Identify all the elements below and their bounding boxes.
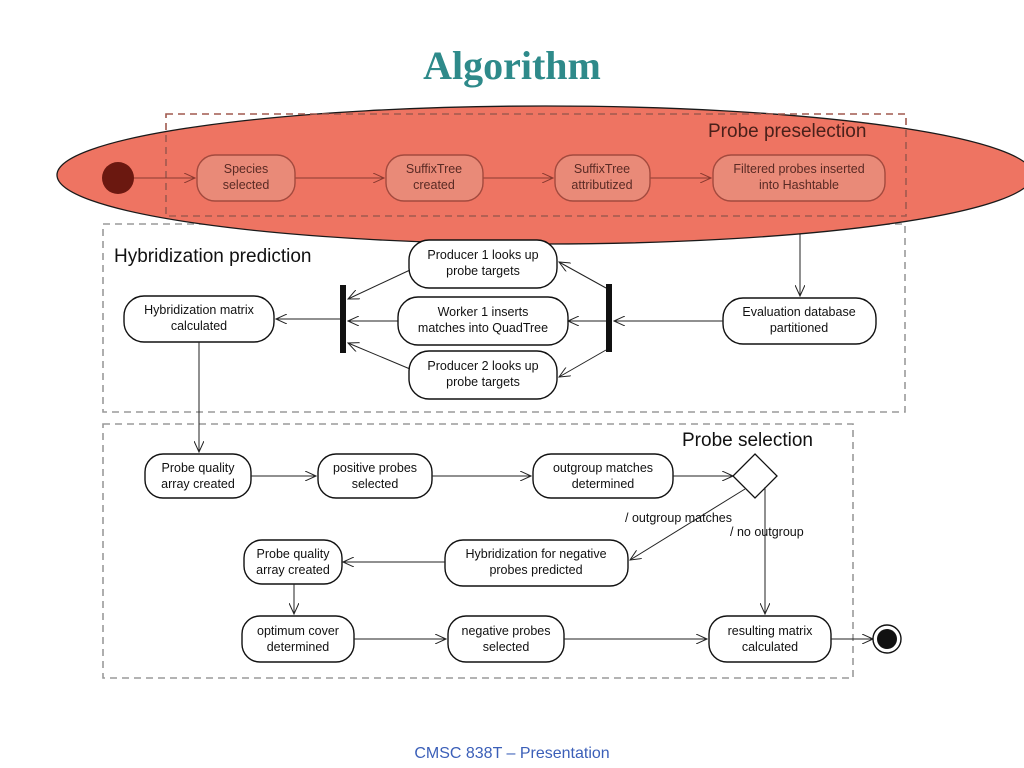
node-pos-probes-line2: selected (352, 477, 399, 491)
node-outgroup-line2: determined (572, 477, 635, 491)
node-opt-cover: optimum cover determined (241, 615, 355, 663)
node-hyb-matrix-line2: calculated (171, 319, 227, 333)
decision-diamond (732, 453, 778, 499)
node-species-line1: Species (224, 162, 268, 176)
node-neg-probes-line2: selected (483, 640, 530, 654)
node-outgroup: outgroup matches determined (532, 453, 674, 499)
node-eval-db-line1: Evaluation database (742, 305, 855, 319)
guard-outgroup-matches: / outgroup matches (625, 511, 732, 525)
node-hyb-negative-line2: probes predicted (489, 563, 582, 577)
node-result-line2: calculated (742, 640, 798, 654)
node-hyb-matrix: Hybridization matrix calculated (123, 295, 275, 343)
node-eval-db-line2: partitioned (770, 321, 828, 335)
node-species-line2: selected (223, 178, 270, 192)
node-suffix-attr-line1: SuffixTree (574, 162, 630, 176)
group-label-preselection: Probe preselection (708, 121, 866, 142)
node-pq-array2-line2: array created (256, 563, 330, 577)
start-node (102, 162, 134, 194)
node-producer1-line2: probe targets (446, 264, 520, 278)
edge-fork-producer2 (559, 349, 607, 377)
node-suffix-created: SuffixTree created (385, 154, 484, 202)
join-bar (340, 285, 346, 353)
group-label-selection: Probe selection (682, 430, 813, 451)
group-label-hybridization: Hybridization prediction (114, 246, 312, 267)
node-producer1: Producer 1 looks up probe targets (408, 239, 558, 289)
node-outgroup-line1: outgroup matches (553, 461, 653, 475)
node-opt-cover-line1: optimum cover (257, 624, 339, 638)
end-node (872, 624, 902, 654)
node-neg-probes: negative probes selected (447, 615, 565, 663)
edge-producer1-join (348, 269, 411, 299)
node-suffix-created-line2: created (413, 178, 455, 192)
node-pq-array1-line1: Probe quality (162, 461, 236, 475)
node-worker1-line2: matches into QuadTree (418, 321, 548, 335)
group-box-preselection (165, 113, 907, 217)
node-worker1: Worker 1 inserts matches into QuadTree (397, 296, 569, 346)
node-opt-cover-line2: determined (267, 640, 330, 654)
node-pos-probes-line1: positive probes (333, 461, 417, 475)
node-result-line1: resulting matrix (728, 624, 813, 638)
node-pq-array1-line2: array created (161, 477, 235, 491)
node-hyb-negative: Hybridization for negative probes predic… (444, 539, 629, 587)
node-producer1-line1: Producer 1 looks up (427, 248, 538, 262)
guard-no-outgroup: / no outgroup (730, 525, 804, 539)
group-box-selection (102, 423, 854, 679)
node-pq-array2-line1: Probe quality (257, 547, 331, 561)
node-producer2-line1: Producer 2 looks up (427, 359, 538, 373)
node-result: resulting matrix calculated (708, 615, 832, 663)
fork-bar (606, 284, 612, 352)
node-hashtable-line2: into Hashtable (759, 178, 839, 192)
node-hashtable: Filtered probes inserted into Hashtable (712, 154, 886, 202)
node-producer2-line2: probe targets (446, 375, 520, 389)
slide-title: Algorithm (423, 43, 601, 88)
node-suffix-attr-line2: attributized (571, 178, 632, 192)
node-pq-array1: Probe quality array created (144, 453, 252, 499)
slide-footer: CMSC 838T – Presentation (414, 745, 610, 762)
node-worker1-line1: Worker 1 inserts (438, 305, 529, 319)
node-pq-array2: Probe quality array created (243, 539, 343, 585)
node-suffix-created-line1: SuffixTree (406, 162, 462, 176)
node-hyb-negative-line1: Hybridization for negative (465, 547, 606, 561)
edge-producer2-join (348, 343, 411, 370)
edge-fork-producer1 (559, 262, 607, 289)
node-hashtable-line1: Filtered probes inserted (733, 162, 864, 176)
edge-decision-hybnegative (630, 488, 746, 560)
node-hyb-matrix-line1: Hybridization matrix (144, 303, 255, 317)
node-eval-db: Evaluation database partitioned (722, 297, 877, 345)
node-producer2: Producer 2 looks up probe targets (408, 350, 558, 400)
node-pos-probes: positive probes selected (317, 453, 433, 499)
node-species: Species selected (196, 154, 296, 202)
node-suffix-attr: SuffixTree attributized (554, 154, 651, 202)
node-neg-probes-line1: negative probes (462, 624, 551, 638)
